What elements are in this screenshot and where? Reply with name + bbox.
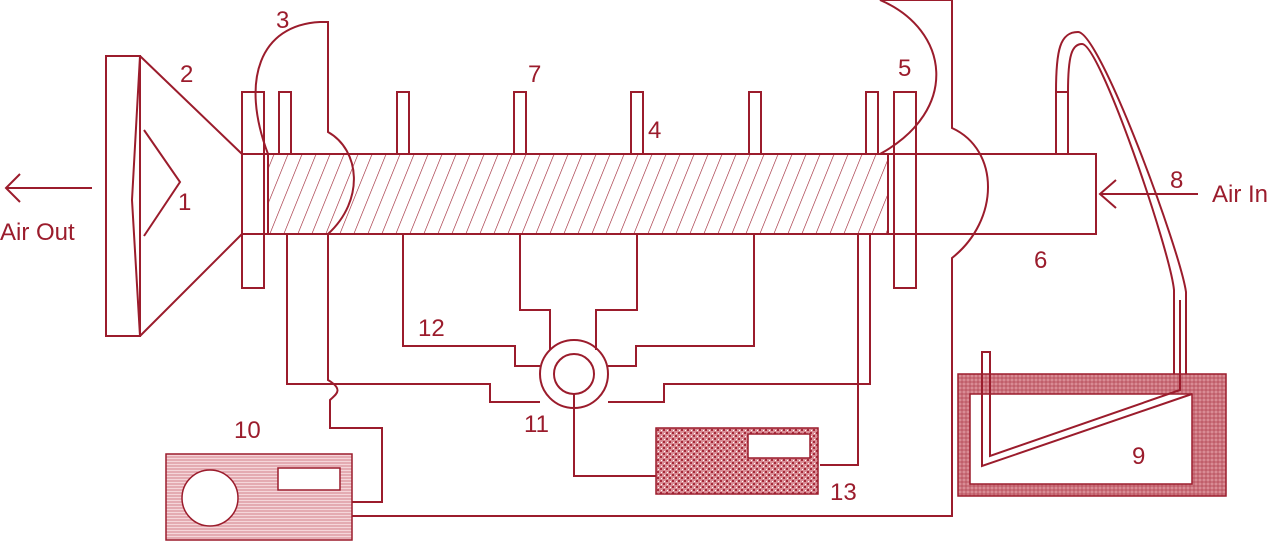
label-12: 12 [418, 315, 445, 342]
diffuser-cone [139, 55, 243, 337]
wire-5 [346, 0, 989, 517]
label-2: 2 [180, 61, 193, 88]
fan-triangle [143, 129, 182, 237]
air-in-label: Air In [1212, 181, 1268, 208]
label-11: 11 [524, 411, 549, 438]
air-in-arrow [1098, 179, 1198, 209]
scanner-11 [539, 339, 656, 477]
label-7: 7 [528, 61, 541, 88]
duct-walls [242, 153, 1097, 235]
wire-3 [254, 21, 383, 503]
fan-outlet [105, 55, 243, 337]
label-13: 13 [830, 479, 857, 506]
pitot-tube-8 [981, 30, 1187, 469]
air-out-label: Air Out [0, 219, 75, 246]
right-flange [893, 91, 917, 289]
label-10: 10 [234, 417, 261, 444]
sensor-leads [286, 234, 871, 466]
main-duct [242, 153, 1097, 235]
instrument-10 [165, 453, 353, 541]
label-3: 3 [276, 7, 289, 34]
hatched-test-section [268, 154, 888, 234]
label-9: 9 [1132, 443, 1145, 470]
label-1: 1 [178, 189, 191, 216]
label-4: 4 [648, 117, 661, 144]
outlet-frame [105, 55, 141, 337]
label-5: 5 [898, 55, 911, 82]
label-6: 6 [1034, 247, 1047, 274]
label-8: 8 [1170, 167, 1183, 194]
air-out-arrow [4, 173, 92, 203]
left-flange [241, 91, 265, 289]
fan-blade [130, 55, 141, 337]
manometer-9 [957, 300, 1227, 497]
data-logger-13 [655, 427, 819, 495]
probe-stems [278, 91, 1069, 155]
